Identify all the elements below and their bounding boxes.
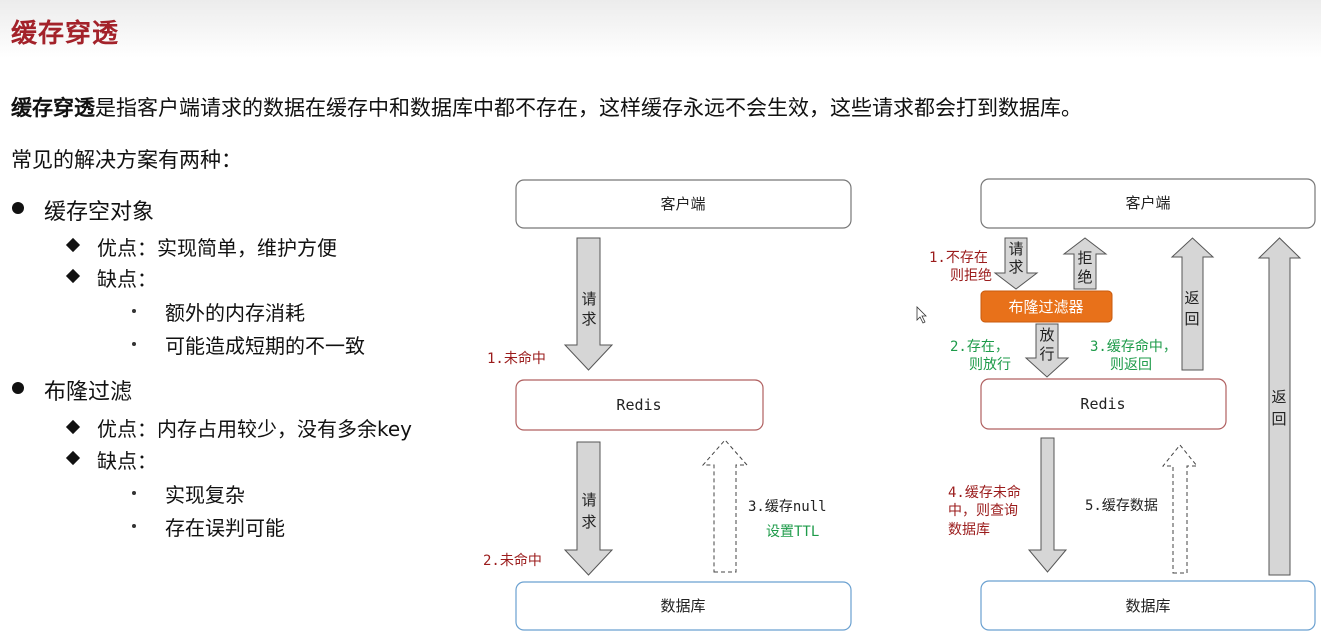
left-request-2-char-1: 请 — [581, 491, 596, 509]
cursor-icon — [916, 306, 927, 324]
left-cache-null-arrow — [701, 439, 749, 573]
solution-name: 缓存空对象 — [44, 200, 155, 225]
solution-cons-label: 缺点： — [97, 449, 157, 473]
left-request-arrow-2 — [563, 441, 614, 576]
solution-name: 布隆过滤 — [44, 380, 133, 405]
left-client-box — [515, 179, 852, 229]
bloom-filter-label: 布隆过滤器 — [1008, 298, 1083, 316]
con-item: 额外的内存消耗 — [165, 301, 305, 325]
sub-bullet — [132, 524, 136, 528]
right-step2-line2: 则放行 — [969, 357, 1011, 373]
left-set-ttl-label: 设置TTL — [766, 524, 819, 540]
sub-bullet — [132, 342, 136, 346]
right-client-label: 客户端 — [1125, 194, 1170, 212]
left-miss-1: 1.未命中 — [487, 350, 546, 367]
right-reject-char-2: 绝 — [1077, 268, 1092, 286]
solution-cons-label: 缺点： — [97, 267, 157, 291]
header-band — [0, 0, 1321, 58]
bullet-dot — [12, 382, 24, 394]
left-redis-box — [515, 379, 764, 431]
right-pass-char-2: 行 — [1039, 345, 1054, 363]
right-redis-box — [980, 378, 1227, 430]
left-request-arrow-1 — [563, 237, 614, 371]
left-request-2-char-2: 求 — [581, 513, 596, 531]
left-miss-2: 2.未命中 — [483, 552, 542, 569]
right-request-char-2: 求 — [1008, 258, 1023, 276]
intro-text: 是指客户端请求的数据在缓存中和数据库中都不存在，这样缓存永远不会生效，这些请求都… — [95, 96, 1082, 120]
right-return-arrow-2 — [1257, 237, 1302, 576]
right-pass-arrow — [1024, 323, 1070, 378]
right-client-box — [980, 178, 1316, 229]
right-db-label: 数据库 — [1125, 597, 1170, 615]
right-step1-line2: 则拒绝 — [950, 268, 992, 284]
right-db-box — [980, 580, 1316, 631]
left-db-label: 数据库 — [660, 597, 705, 615]
left-request-1-char-1: 请 — [581, 290, 596, 308]
solutions-subhead: 常见的解决方案有两种： — [11, 148, 242, 172]
right-return2-char-1: 返 — [1271, 388, 1286, 406]
right-request-arrow — [993, 237, 1039, 290]
right-step4-line1: 4.缓存未命 — [948, 484, 1021, 501]
right-step4-line2: 中，则查询 — [948, 503, 1018, 519]
right-step3-line2: 则返回 — [1110, 357, 1152, 373]
right-step1-line1: 1.不存在 — [929, 250, 988, 266]
left-redis-label: Redis — [616, 396, 661, 414]
right-step2-line1: 2.存在， — [950, 339, 1009, 355]
sub-bullet — [132, 491, 136, 495]
bullet-dot — [12, 202, 24, 214]
right-step3-line1: 3.缓存命中， — [1090, 338, 1177, 355]
right-return2-char-2: 回 — [1271, 410, 1286, 428]
intro-paragraph: 缓存穿透是指客户端请求的数据在缓存中和数据库中都不存在，这样缓存永远不会生效，这… — [11, 92, 1082, 122]
right-redis-label: Redis — [1080, 395, 1125, 413]
left-db-box — [515, 581, 852, 631]
right-query-db-arrow — [1027, 437, 1068, 573]
right-return-arrow-1 — [1170, 237, 1215, 371]
intro-term: 缓存穿透 — [11, 96, 95, 120]
left-cache-null-label: 3.缓存null — [748, 499, 827, 515]
right-step5: 5.缓存数据 — [1085, 498, 1158, 514]
bloom-filter-box — [980, 290, 1113, 323]
con-item: 可能造成短期的不一致 — [165, 334, 365, 358]
con-item: 实现复杂 — [165, 483, 245, 507]
right-step4-line3: 数据库 — [948, 522, 990, 538]
right-cache-data-arrow — [1161, 444, 1199, 574]
con-item: 存在误判可能 — [165, 516, 285, 540]
page-title: 缓存穿透 — [11, 19, 120, 49]
sub-bullet — [132, 309, 136, 313]
solution-pros: 优点：实现简单，维护方便 — [97, 236, 337, 260]
solution-pros: 优点：内存占用较少，没有多余key — [97, 417, 413, 441]
right-request-char-1: 请 — [1008, 240, 1023, 258]
right-reject-char-1: 拒 — [1077, 249, 1092, 267]
right-return1-char-1: 返 — [1184, 289, 1199, 307]
right-pass-char-1: 放 — [1039, 326, 1054, 344]
right-reject-arrow — [1062, 237, 1108, 290]
left-client-label: 客户端 — [660, 195, 705, 213]
right-return1-char-2: 回 — [1184, 310, 1199, 328]
left-request-1-char-2: 求 — [581, 310, 596, 328]
